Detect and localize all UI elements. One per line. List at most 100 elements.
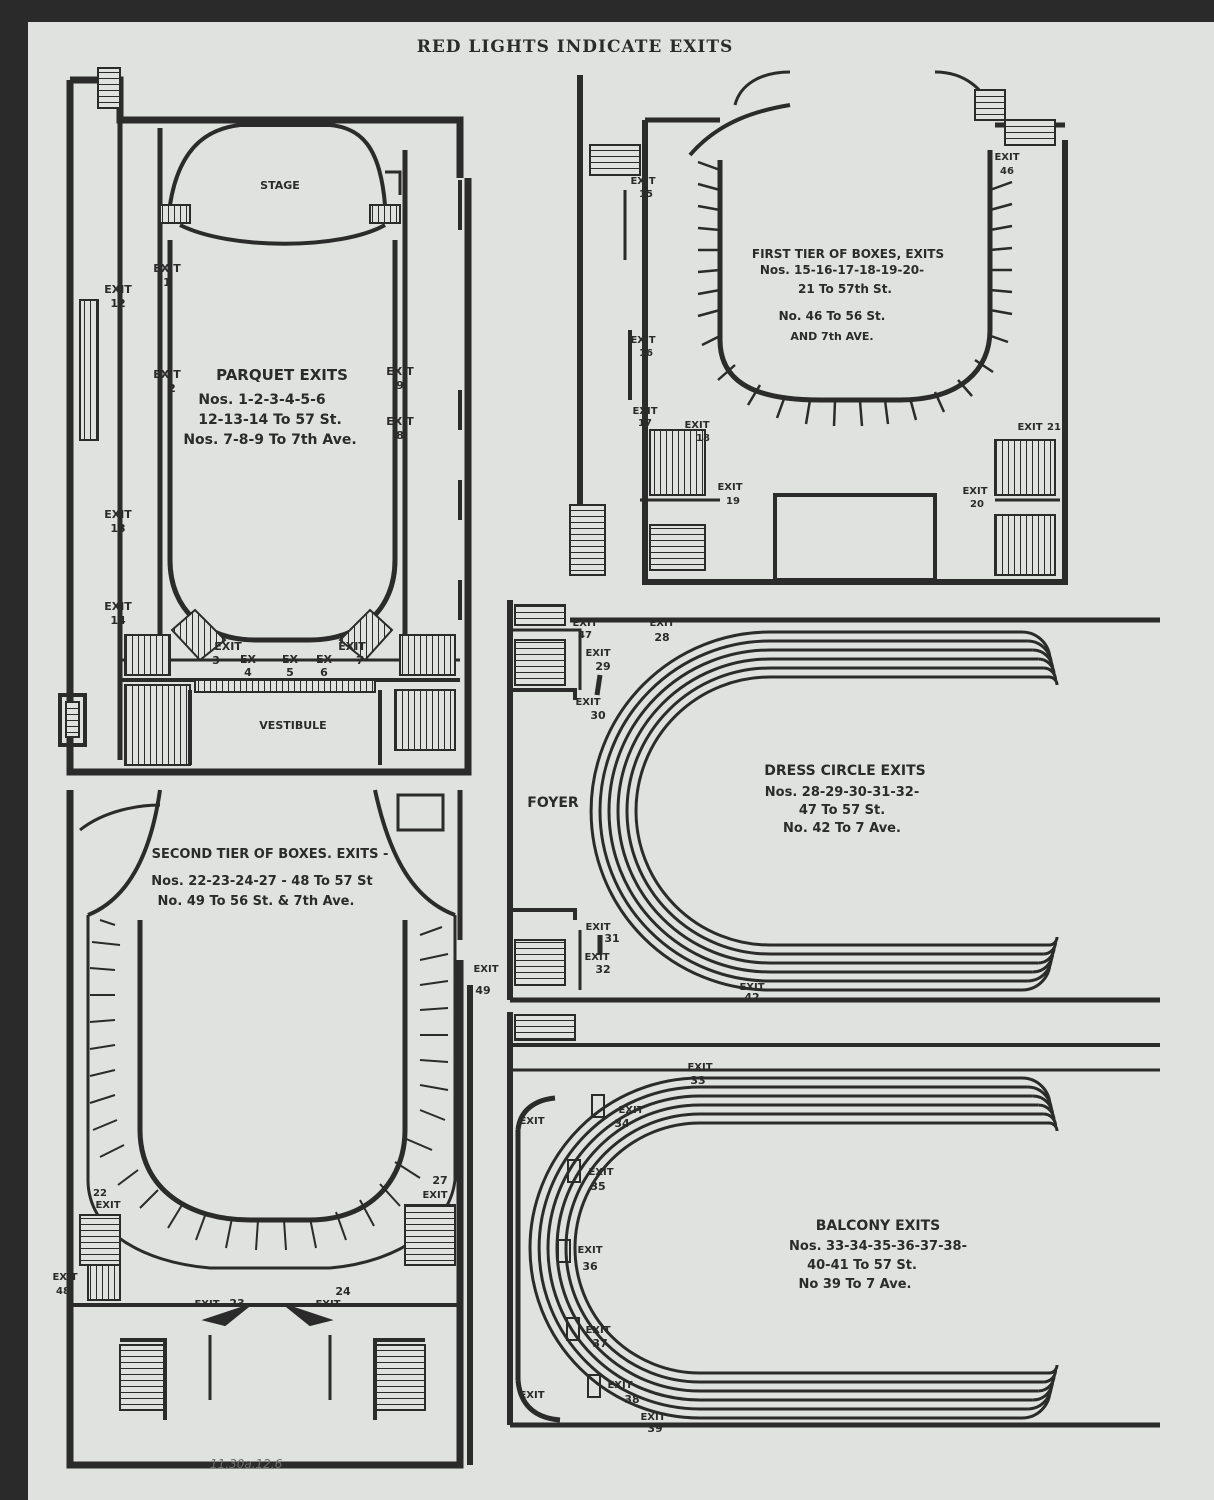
seating-row [616, 657, 1039, 965]
page-header: RED LIGHTS INDICATE EXITS [417, 37, 734, 57]
exit-label: EXIT [194, 1299, 219, 1310]
exit-label: EXIT [104, 283, 132, 296]
balcony-labels: BALCONY EXITS Nos. 33-34-35-36-37-38- 40… [519, 1062, 967, 1435]
exit-label: EXIT [585, 1325, 610, 1336]
second-tier-line-2: No. 49 To 56 St. & 7th Ave. [158, 894, 355, 909]
exit-number: 1 [163, 276, 171, 289]
exit-number: 28 [654, 631, 669, 644]
exit-label: EXIT [739, 982, 764, 993]
seating-row [607, 648, 1033, 974]
exit-label: EXIT [585, 648, 610, 659]
exit-number: 36 [582, 1260, 598, 1273]
exit-label: EXIT [153, 368, 181, 381]
exit-number: 34 [614, 1117, 630, 1130]
exit-label: EXIT [95, 1200, 120, 1211]
seating-row [625, 666, 1044, 956]
exit-number: 23 [229, 1297, 244, 1310]
exit-number: 20 [970, 499, 984, 510]
dress-circle-line-3: No. 42 To 7 Ave. [783, 821, 901, 836]
exit-label: EXIT [607, 1380, 632, 1391]
parquet-line-3: Nos. 7-8-9 To 7th Ave. [183, 432, 356, 448]
exit-number: 17 [638, 418, 652, 429]
first-tier-labels: FIRST TIER OF BOXES, EXITS Nos. 15-16-17… [630, 152, 1061, 510]
parquet-line-2: 12-13-14 To 57 St. [198, 412, 342, 428]
exit-label: EXIT [630, 176, 655, 187]
exit-label: EXIT [575, 697, 600, 708]
exit-number: 24 [335, 1285, 351, 1298]
second-tier-plan [66, 789, 473, 1469]
exit-label: EXIT [214, 640, 242, 653]
seating-row [537, 1085, 1028, 1411]
exit-label: EXIT [104, 600, 132, 613]
exit-number: 42 [744, 991, 759, 1004]
second-tier-line-1: Nos. 22-23-24-27 - 48 To 57 St [151, 874, 372, 889]
exit-number: 33 [690, 1074, 705, 1087]
exit-label: EXIT [52, 1272, 77, 1283]
exit-number: 19 [726, 496, 740, 507]
parquet-line-1: Nos. 1-2-3-4-5-6 [198, 392, 325, 408]
seating-row [589, 630, 1022, 992]
exit-label: EX [316, 653, 333, 666]
exit-label: EXIT [572, 618, 597, 629]
exit-number: 30 [590, 709, 606, 722]
balcony-line-2: 40-41 To 57 St. [807, 1258, 917, 1273]
exit-number: 2 [168, 382, 176, 395]
exit-label: EXIT [338, 640, 366, 653]
exit-label: EXIT [630, 335, 655, 346]
exit-label: EXIT [994, 152, 1019, 163]
exit-label: EXIT [585, 922, 610, 933]
seating-row [634, 675, 1049, 947]
seating-row [555, 1103, 1039, 1393]
exit-label: EXIT [632, 406, 657, 417]
exit-number: 16 [639, 348, 653, 359]
first-tier-line-3: No. 46 To 56 St. [779, 309, 886, 323]
first-tier-line-1: Nos. 15-16-17-18-19-20- [760, 263, 924, 277]
seating-row [573, 1121, 1049, 1375]
seating-row [598, 639, 1028, 983]
exit-label: EX [240, 653, 257, 666]
dress-circle-rows [589, 630, 1059, 992]
exit-label: EXIT [315, 1299, 340, 1310]
exit-number: 13 [110, 522, 125, 535]
balcony-rows [528, 1076, 1059, 1420]
exit-label: EXIT [153, 262, 181, 275]
exit-number: 31 [604, 932, 619, 945]
exit-label: EXIT [684, 420, 709, 431]
exit-number: 14 [110, 614, 126, 627]
dress-circle-line-2: 47 To 57 St. [799, 803, 885, 818]
exit-number: 38 [624, 1393, 639, 1406]
exit-number: 18 [696, 433, 710, 444]
first-tier-line-4: AND 7th AVE. [790, 330, 873, 343]
exit-label: EXIT [618, 1105, 643, 1116]
exit-number: 48 [56, 1286, 70, 1297]
first-tier-line-2: 21 To 57th St. [798, 282, 892, 296]
exit-label: EXIT [584, 952, 609, 963]
dress-circle-labels: FOYER DRESS CIRCLE EXITS Nos. 28-29-30-3… [527, 618, 925, 1004]
exit-number: 4 [244, 666, 252, 679]
exit-number: 22 [93, 1188, 107, 1199]
exit-label: EXIT [104, 508, 132, 521]
exit-number: 12 [110, 297, 125, 310]
second-tier-title: SECOND TIER OF BOXES. EXITS - [152, 847, 389, 862]
vestibule-label: VESTIBULE [259, 719, 326, 732]
exit-number: 15 [639, 189, 653, 200]
dress-circle-plan [507, 600, 1160, 1003]
exit-number: 37 [592, 1337, 607, 1350]
exit-label: EXIT [588, 1167, 613, 1178]
exit-label: EXIT [386, 415, 414, 428]
exit-number: 3 [212, 654, 220, 667]
exit-number: 32 [595, 963, 610, 976]
exit-label: EXIT [386, 365, 414, 378]
seating-row [564, 1112, 1044, 1384]
parquet-plan [58, 67, 472, 776]
exit-number: 47 [578, 630, 592, 641]
seating-row-end [1048, 1121, 1059, 1132]
exit-label: EXIT [649, 618, 674, 629]
dress-circle-line-1: Nos. 28-29-30-31-32- [765, 785, 919, 800]
exit-label: EXIT [687, 1062, 712, 1073]
pencil-note: 11.30a.12.6 [210, 1457, 283, 1471]
exit-number: 9 [396, 379, 404, 392]
parquet-labels: STAGE VESTIBULE PARQUET EXITS Nos. 1-2-3… [104, 179, 414, 732]
